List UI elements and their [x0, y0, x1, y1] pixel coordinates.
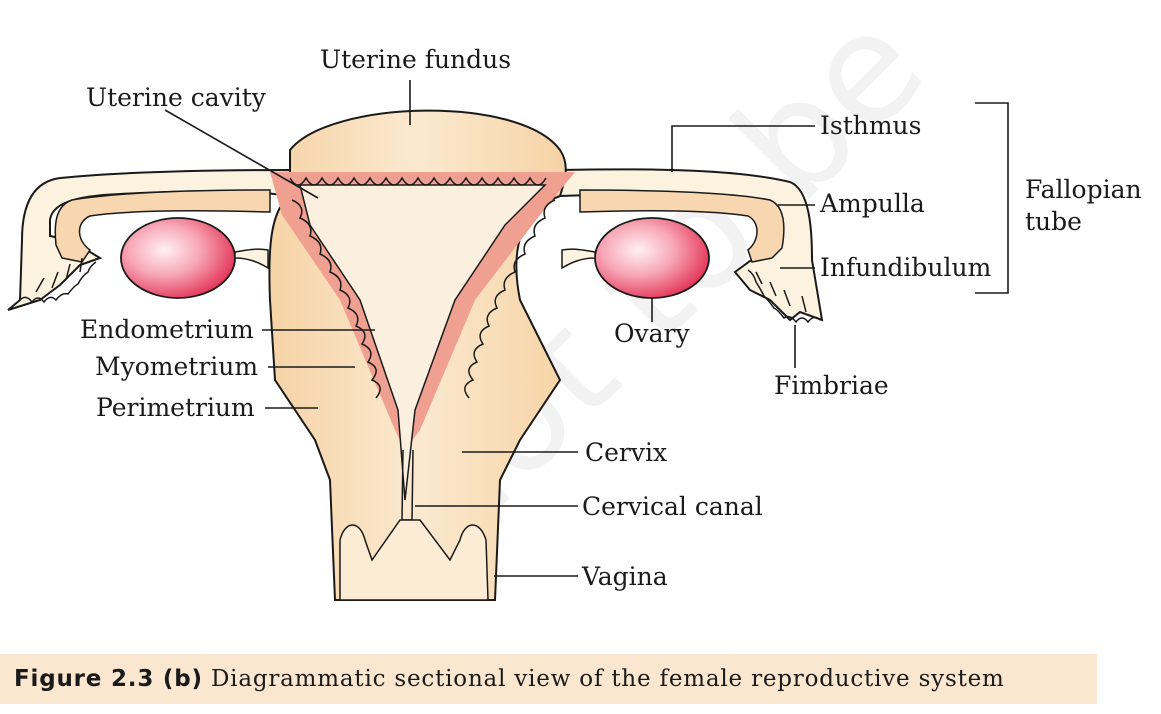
- left-ovarian-ligament: [234, 248, 269, 270]
- endometrial-glands-right: [464, 199, 556, 399]
- label-fallopian-line2: tube: [1025, 207, 1082, 236]
- right-fimbriae: [747, 269, 821, 324]
- left-fimbriae: [19, 257, 97, 304]
- left-tube-lumen: [54, 189, 271, 263]
- label-endometrium: Endometrium: [80, 315, 254, 344]
- caption-description: Diagrammatic sectional view of the femal…: [202, 666, 1005, 692]
- vaginal-fornix: [339, 519, 489, 601]
- label-myometrium: Myometrium: [95, 352, 258, 381]
- label-fimbriae: Fimbriae: [774, 371, 889, 400]
- left-ovary: [120, 217, 236, 299]
- label-fallopian-line1: Fallopian: [1025, 175, 1142, 204]
- leader-uterine-cavity: [164, 109, 319, 199]
- caption-figure-number: Figure 2.3 (b): [14, 666, 203, 692]
- label-cervical-canal: Cervical canal: [582, 492, 763, 521]
- label-vagina: Vagina: [581, 562, 668, 591]
- endometrial-glands-left: [291, 199, 381, 399]
- label-isthmus: Isthmus: [820, 111, 922, 140]
- label-uterine-fundus: Uterine fundus: [320, 45, 511, 74]
- label-infundibulum: Infundibulum: [820, 253, 992, 282]
- right-ovarian-ligament: [561, 248, 596, 270]
- label-ampulla: Ampulla: [819, 189, 925, 218]
- label-cervix: Cervix: [585, 438, 667, 467]
- right-tube-lumen: [579, 189, 785, 263]
- figure-caption: Figure 2.3 (b) Diagrammatic sectional vi…: [0, 654, 1097, 704]
- endometrial-glands-top: [289, 176, 547, 186]
- leader-isthmus: [671, 125, 815, 172]
- uterine-cavity-space: [299, 184, 547, 501]
- label-perimetrium: Perimetrium: [96, 393, 255, 422]
- label-ovary: Ovary: [614, 319, 690, 348]
- label-uterine-cavity: Uterine cavity: [86, 83, 267, 112]
- fallopian-bracket: [975, 102, 1009, 294]
- caption-text: Figure 2.3 (b) Diagrammatic sectional vi…: [14, 666, 1005, 692]
- right-ovary: [594, 217, 710, 299]
